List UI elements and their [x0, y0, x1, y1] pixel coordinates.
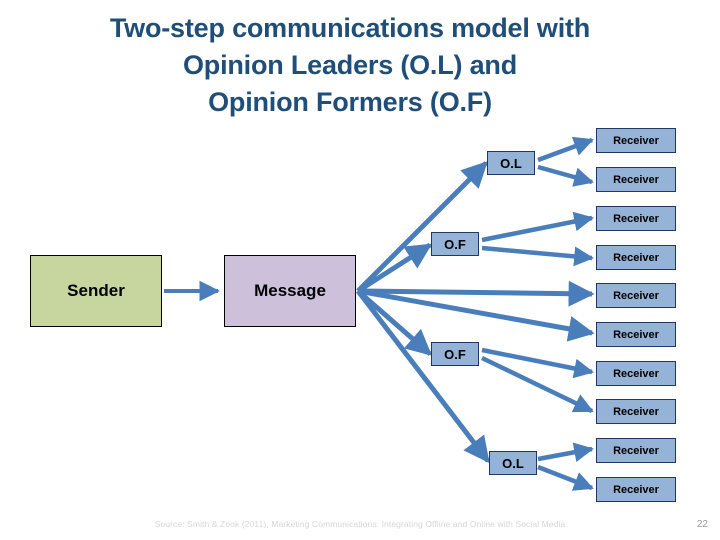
- receiver-box[interactable]: Receiver: [596, 206, 676, 231]
- opinion-leader-bottom-label: O.L: [502, 455, 524, 471]
- arrow-message-to-receiver-6: [357, 288, 595, 342]
- receiver-label: Receiver: [613, 367, 659, 380]
- receiver-box[interactable]: Receiver: [596, 245, 676, 270]
- arrow-of-lower-to-receiver-7: [481, 347, 594, 379]
- arrow-ol-top-to-receiver-2: [537, 164, 594, 187]
- opinion-former-lower-label: O.F: [444, 346, 466, 362]
- opinion-leader-box-top[interactable]: O.L: [487, 151, 535, 175]
- page-number: 22: [696, 519, 708, 530]
- receiver-label: Receiver: [613, 444, 659, 457]
- receiver-label: Receiver: [613, 173, 659, 186]
- receiver-label: Receiver: [613, 212, 659, 225]
- arrow-message-to-of-upper: [356, 242, 433, 294]
- title-line-1: Two-step communications model with: [109, 13, 591, 43]
- arrow-message-to-of-lower: [356, 289, 432, 356]
- receiver-box[interactable]: Receiver: [596, 283, 676, 308]
- arrow-of-upper-to-receiver-3: [481, 211, 594, 243]
- arrow-message-to-ol-top: [356, 161, 488, 293]
- sender-box[interactable]: Sender: [30, 255, 162, 327]
- message-label: Message: [254, 281, 326, 300]
- arrow-of-upper-to-receiver-4: [481, 245, 594, 267]
- receiver-box[interactable]: Receiver: [596, 477, 676, 502]
- receiver-box[interactable]: Receiver: [596, 322, 676, 347]
- receiver-label: Receiver: [613, 483, 659, 496]
- sender-label: Sender: [67, 281, 125, 300]
- receiver-box[interactable]: Receiver: [596, 438, 676, 463]
- title-line-3: Opinion Formers (O.F): [208, 87, 492, 117]
- message-box[interactable]: Message: [224, 255, 356, 327]
- receiver-label: Receiver: [613, 405, 659, 418]
- receiver-box[interactable]: Receiver: [596, 399, 676, 424]
- page-title: Two-step communications model with Opini…: [40, 10, 660, 121]
- arrow-ol-bottom-to-receiver-10: [537, 464, 594, 491]
- arrow-message-to-ol-bottom: [356, 289, 490, 464]
- receiver-label: Receiver: [613, 251, 659, 264]
- opinion-leader-box-bottom[interactable]: O.L: [489, 451, 537, 475]
- opinion-leader-top-label: O.L: [500, 155, 522, 171]
- opinion-former-box-lower[interactable]: O.F: [431, 342, 479, 366]
- receiver-box[interactable]: Receiver: [596, 128, 676, 153]
- arrow-ol-top-to-receiver-1: [537, 136, 594, 163]
- opinion-former-box-upper[interactable]: O.F: [431, 232, 479, 256]
- receiver-label: Receiver: [613, 134, 659, 147]
- arrow-of-lower-to-receiver-8: [481, 355, 594, 414]
- source-citation: Source: Smith & Zook (2011), Marketing C…: [154, 519, 566, 529]
- arrow-message-to-receiver-5: [357, 280, 595, 307]
- receiver-label: Receiver: [613, 289, 659, 302]
- title-line-2: Opinion Leaders (O.L) and: [182, 50, 518, 80]
- receiver-box[interactable]: Receiver: [596, 167, 676, 192]
- arrow-ol-bottom-to-receiver-9: [537, 442, 594, 462]
- opinion-former-upper-label: O.F: [444, 236, 466, 252]
- receiver-label: Receiver: [613, 328, 659, 341]
- receiver-box[interactable]: Receiver: [596, 361, 676, 386]
